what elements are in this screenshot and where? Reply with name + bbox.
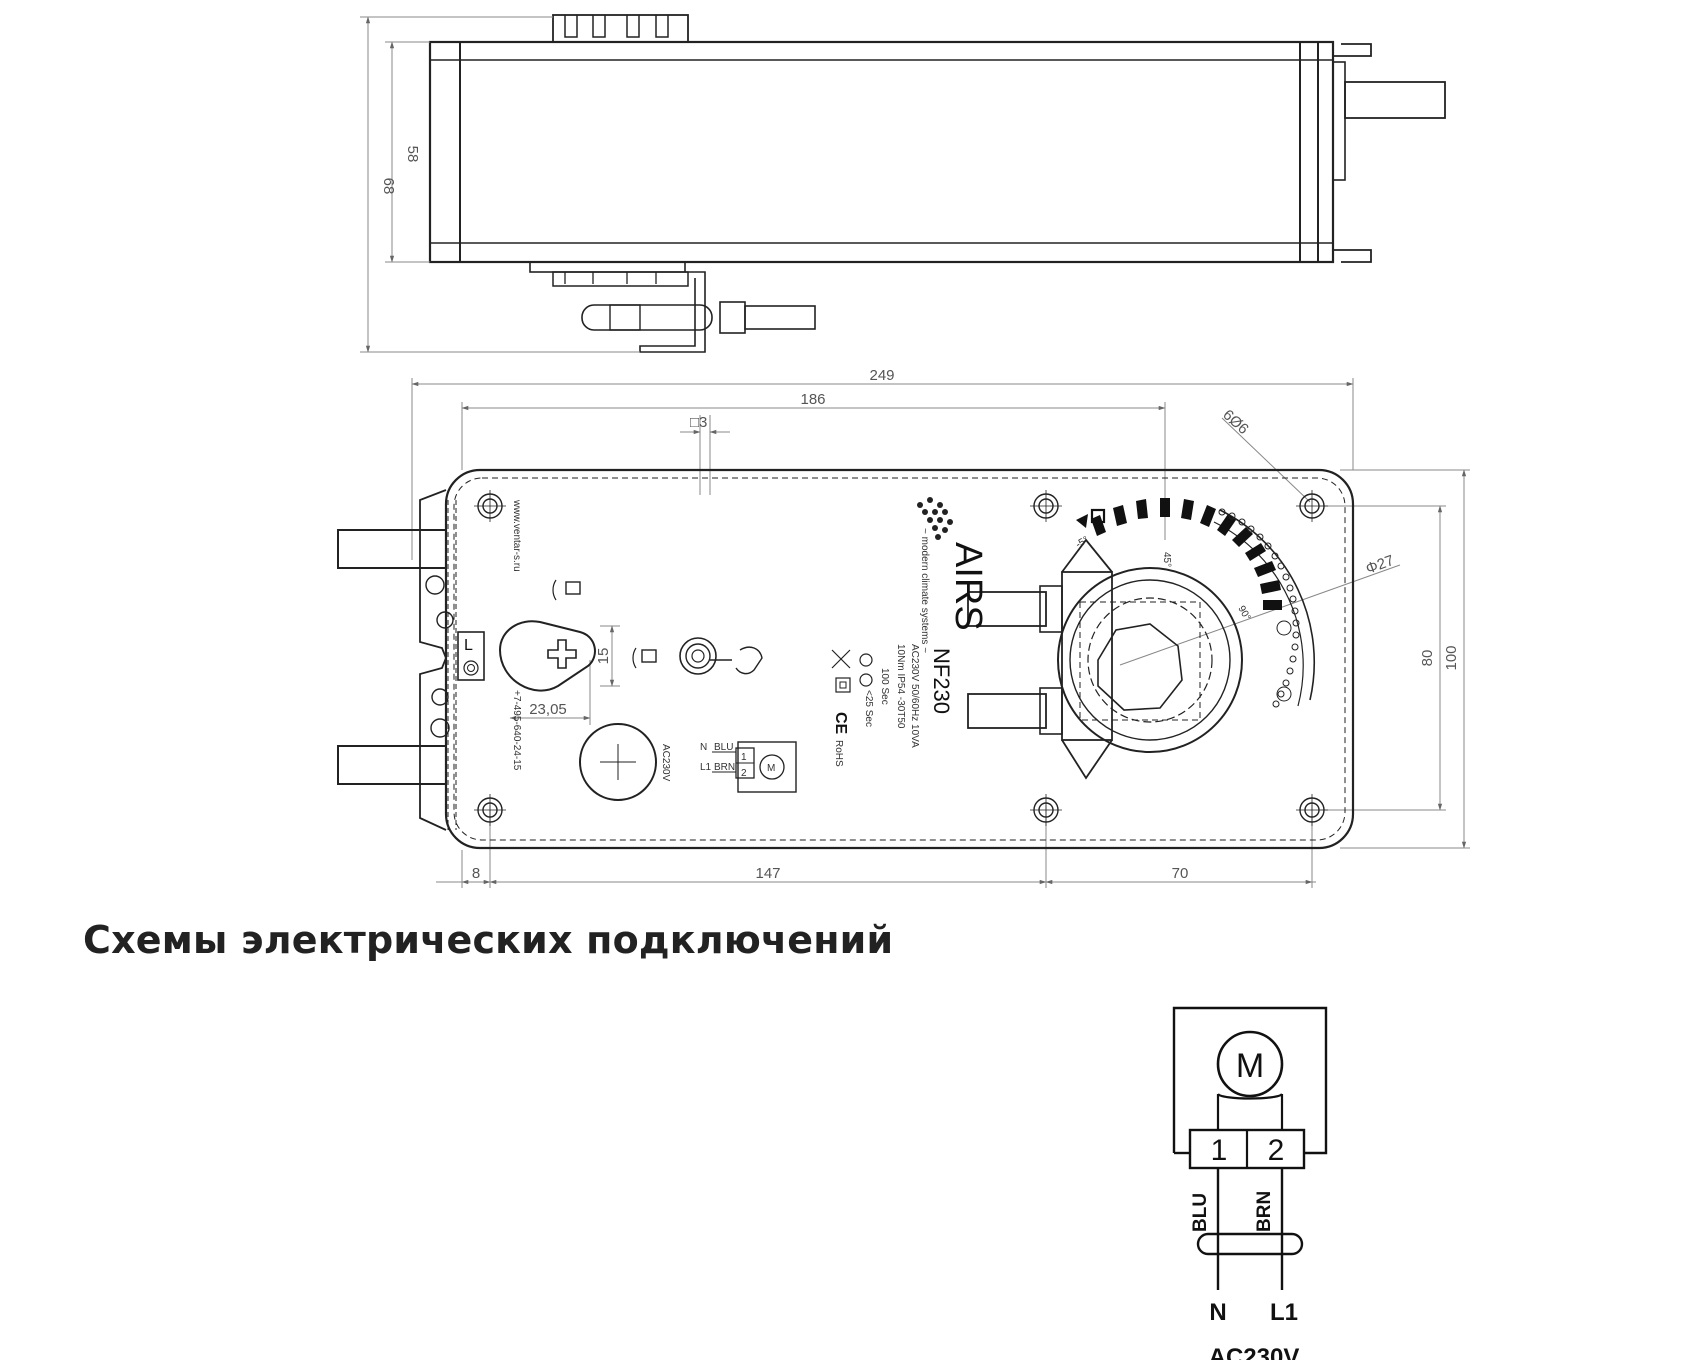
angle-zero-marker xyxy=(1090,508,1106,524)
angle-90-label: 90° xyxy=(1235,604,1252,623)
time-spring: <25 Sec xyxy=(863,690,874,727)
mini-terminal-1: 1 xyxy=(741,752,747,763)
wiring-diagram xyxy=(1172,1006,1328,1290)
mini-voltage-label: AC230V xyxy=(660,744,671,782)
angle-scale xyxy=(1091,498,1282,610)
dim-release-offset: 23,05 xyxy=(529,701,567,718)
wiring-line-l1: L1 xyxy=(1270,1299,1298,1326)
dim-bottom-left: 8 xyxy=(472,865,480,882)
front-view xyxy=(337,468,1355,850)
wiring-motor-label: M xyxy=(1236,1047,1264,1085)
dim-shaft-diameter: Φ27 xyxy=(1364,552,1397,578)
mini-line-1: N xyxy=(700,742,707,753)
side-view-dimensions xyxy=(360,16,640,353)
brand-logo xyxy=(917,497,953,540)
dim-bottom-middle: 147 xyxy=(755,865,780,882)
dim-side-inner-height: 58 xyxy=(404,146,421,163)
spec-line-2: 10Nm IP54 -30T50 xyxy=(895,644,906,729)
phone-label: +7-495-640-24-15 xyxy=(511,690,522,771)
wiring-voltage: AC230V xyxy=(1209,1344,1300,1360)
section-title: Схемы электрических подключений xyxy=(83,918,894,962)
dim-shaft-square: □3 xyxy=(690,414,707,431)
wiring-terminal-1: 1 xyxy=(1211,1134,1228,1167)
dim-bottom-right: 70 xyxy=(1172,865,1189,882)
angle-0-label: -5° xyxy=(1074,535,1091,551)
mini-line-2: L1 xyxy=(700,762,712,773)
dim-release-height: 15 xyxy=(595,648,612,665)
dim-total-height: 100 xyxy=(1443,645,1460,670)
mini-terminal-2: 2 xyxy=(741,768,747,779)
time-motor: 100 Sec xyxy=(879,668,890,705)
side-view xyxy=(428,14,1446,353)
lock-label: L xyxy=(464,637,473,654)
front-view-dimensions xyxy=(411,378,1470,888)
ce-mark: CE xyxy=(832,712,849,735)
dim-hole-spacing-height: 80 xyxy=(1419,650,1436,667)
angle-45-label: 45° xyxy=(1161,552,1172,567)
rohs-label: RoHS xyxy=(833,740,844,767)
website-label: www.ventar-s.ru xyxy=(511,499,522,572)
mini-wire-1: BLU xyxy=(714,742,733,753)
wiring-line-n: N xyxy=(1209,1299,1226,1326)
mini-motor-label: M xyxy=(767,763,775,774)
angle-scale-dots xyxy=(1218,508,1300,708)
mini-wire-2: BRN xyxy=(714,762,735,773)
mounting-holes xyxy=(474,490,1328,826)
model-name: NF230 xyxy=(929,648,954,714)
angle-pointer xyxy=(1076,514,1088,528)
brand-name: AIRS xyxy=(947,542,989,631)
dim-hole-spec: 6Ø6 xyxy=(1219,406,1251,438)
dim-mount-length: 186 xyxy=(800,391,825,408)
wiring-terminal-2: 2 xyxy=(1268,1134,1285,1167)
spec-line-1: AC230V 50/60Hz 10VA xyxy=(909,644,920,748)
dim-total-length: 249 xyxy=(869,367,894,384)
brand-tagline: ~ modern climate systems ~ xyxy=(919,528,930,653)
dim-side-outer-height: 68 xyxy=(380,178,397,195)
wiring-wire-brn: BRN xyxy=(1254,1191,1275,1232)
wiring-wire-blu: BLU xyxy=(1190,1193,1211,1232)
